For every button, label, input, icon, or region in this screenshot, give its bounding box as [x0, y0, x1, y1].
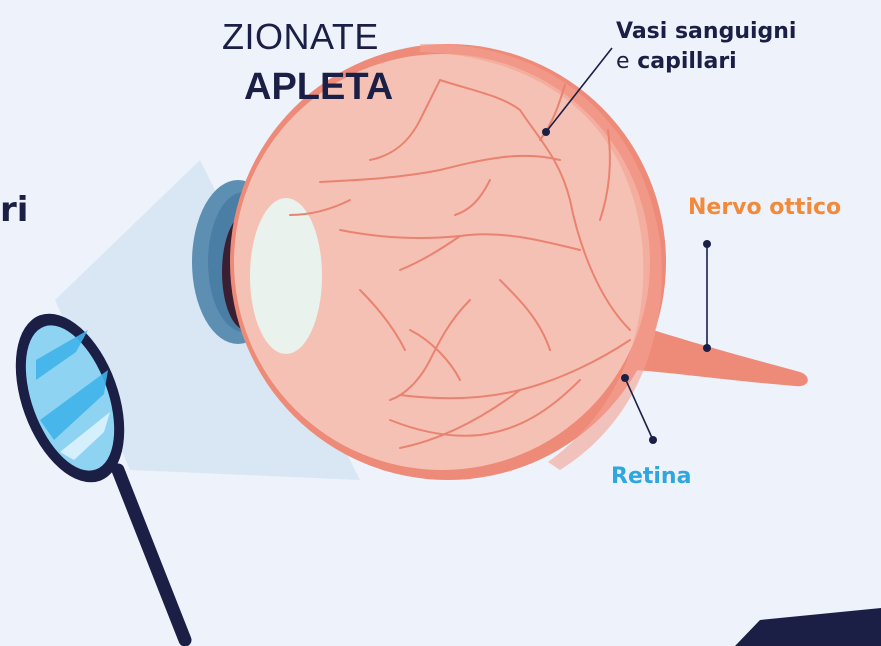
label-vasi-sanguigni: Vasi sanguigni e capillari [616, 17, 796, 77]
label-vasi-conj: e [616, 49, 630, 74]
label-retina: Retina [611, 464, 691, 489]
heading-line-3: ri [0, 190, 28, 230]
heading-line-1: ZIONATE [222, 16, 379, 58]
lens [250, 198, 322, 354]
label-vasi-capillari: capillari [637, 49, 737, 74]
label-nervo-ottico: Nervo ottico [688, 195, 841, 220]
label-vasi-line2: e capillari [616, 47, 796, 77]
corner-shape [735, 608, 881, 646]
label-vasi-line1: Vasi sanguigni [616, 17, 796, 47]
heading-line-2: APLETA [244, 66, 393, 109]
